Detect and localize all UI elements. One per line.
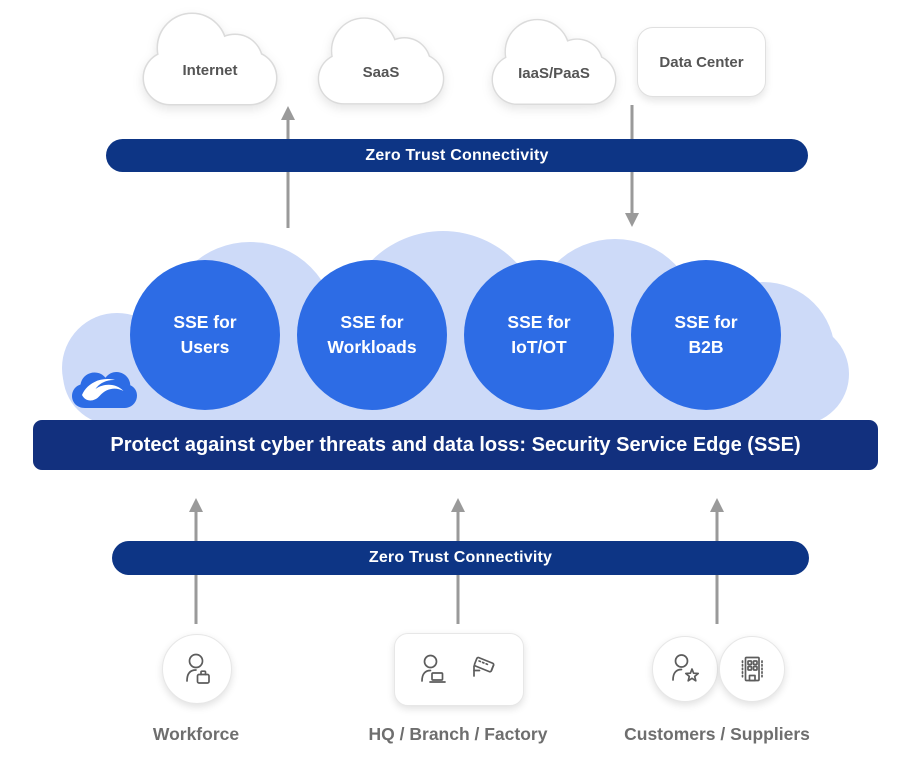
cloud-internet-label: Internet [182,62,238,79]
zero-trust-top-label: Zero Trust Connectivity [365,146,549,164]
cloud-saas-label: SaaS [362,64,400,81]
data-center-box: Data Center [637,27,766,97]
cloud-shape [142,12,278,106]
zero-trust-connectivity-pill-top: Zero Trust Connectivity [106,139,808,172]
person-briefcase-icon [186,653,210,684]
sse-circle-workloads: SSE for Workloads [297,260,447,410]
customers-icon-circle [652,636,718,702]
protect-sse-bar: Protect against cyber threats and data l… [33,420,878,470]
person-laptop-icon [421,654,446,683]
sse-iot-line2: IoT/OT [511,337,567,357]
arrow-up-to-internet [281,106,295,228]
cloud-iaas-paas-label: IaaS/PaaS [518,65,590,82]
sse-circle-users: SSE for Users [130,260,280,410]
cctv-camera-icon [473,656,495,677]
hq-branch-factory-icon-box [394,633,524,706]
zero-trust-connectivity-pill-bottom: Zero Trust Connectivity [112,541,809,575]
cloud-iaas-paas: IaaS/PaaS [480,16,628,106]
sse-workloads-line1: SSE for [340,311,404,332]
cloud-shape [491,18,617,105]
workforce-label: Workforce [152,724,240,744]
cloud-internet: Internet [128,10,292,106]
data-center-label: Data Center [659,53,744,71]
protect-sse-label: Protect against cyber threats and data l… [110,433,801,456]
building-icon [741,656,763,682]
person-star-icon [672,654,700,682]
zscaler-logo-icon [72,372,137,408]
sse-workloads-line2: Workloads [327,337,417,357]
sse-users-line1: SSE for [173,311,237,332]
workforce-icon-circle [162,634,232,704]
zero-trust-bottom-label: Zero Trust Connectivity [368,549,553,566]
sse-b2b-line1: SSE for [674,311,738,332]
hq-branch-factory-label: HQ / Branch / Factory [368,724,548,744]
cloud-saas: SaaS [306,14,456,106]
cloud-shape [317,17,445,105]
suppliers-icon-circle [719,636,785,702]
sse-iot-line1: SSE for [507,311,571,332]
customers-suppliers-label: Customers / Suppliers [624,724,810,744]
sse-circle-iot-ot: SSE for IoT/OT [464,260,614,410]
sse-users-line2: Users [180,337,230,357]
sse-b2b-line2: B2B [688,337,724,357]
sse-circle-b2b: SSE for B2B [631,260,781,410]
